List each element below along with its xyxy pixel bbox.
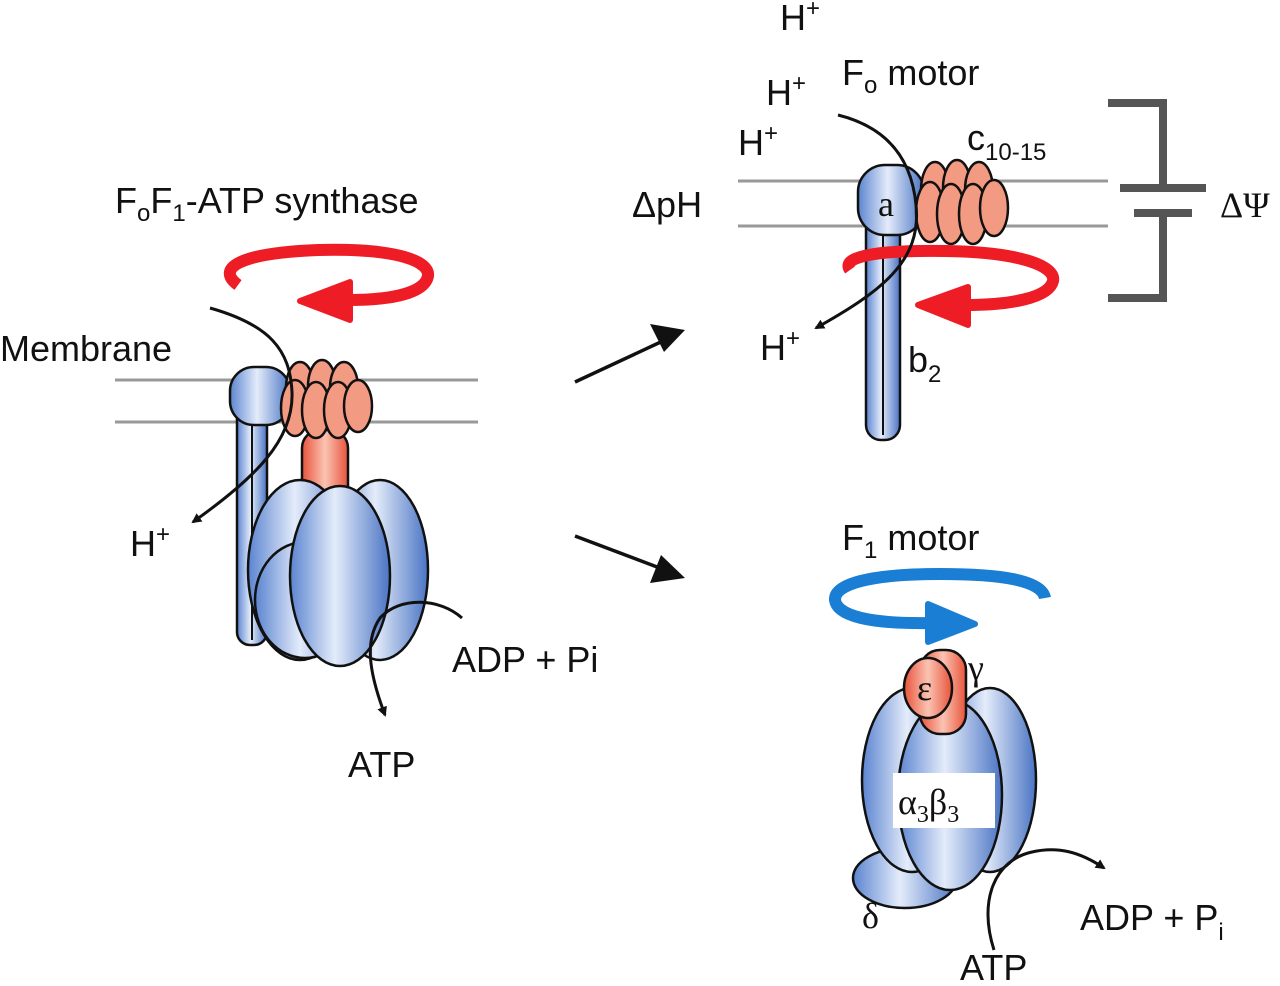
fo-rotation-arrowhead — [915, 284, 971, 328]
f1-reaction-path — [986, 848, 1106, 951]
fo-proton-path — [814, 113, 919, 330]
epsilon-subunit — [902, 656, 954, 720]
left-c-ring — [279, 358, 374, 440]
fo-proton-out: H+ — [760, 325, 800, 368]
left-alpha3beta3 — [246, 478, 430, 668]
f1-rotation-arrowhead — [925, 601, 978, 645]
left-proton-path — [191, 306, 294, 524]
fo-motor: Fo motor H+ H+ H+ H+ c10-15 a b2 ΔpH ΔΨ — [632, 0, 1270, 442]
f1-rotation-arrow — [829, 567, 1051, 630]
membrane-label: Membrane — [0, 328, 172, 369]
f1-motor: F1 motor ε γ α3β3 δ ADP + Pi ATP — [829, 517, 1224, 986]
left-complex: FoF1-ATP synthase Membrane H+ ADP + Pi A… — [0, 180, 598, 785]
membrane-potential-bracket — [1108, 99, 1206, 302]
fo-proton-in-2: H+ — [738, 120, 778, 163]
arrow-to-fo-head — [650, 324, 685, 352]
a-subunit-label: a — [878, 184, 894, 224]
left-title: FoF1-ATP synthase — [115, 180, 419, 227]
delta-ph-label: ΔpH — [632, 184, 702, 225]
fo-title: Fo motor — [842, 52, 979, 99]
left-product: ATP — [348, 744, 415, 785]
fo-proton-in-1: H+ — [766, 70, 806, 113]
f1-title: F1 motor — [842, 517, 979, 564]
arrow-to-f1-head — [650, 555, 685, 583]
gamma-label: γ — [967, 648, 984, 688]
fo-rotation-arrow — [842, 244, 1060, 311]
alpha3beta3-label-box — [893, 773, 995, 828]
left-substrate: ADP + Pi — [452, 639, 598, 680]
arrow-to-f1 — [574, 534, 666, 572]
epsilon-label: ε — [917, 668, 932, 708]
fo-proton-top: H+ — [780, 0, 820, 38]
delta-psi-label: ΔΨ — [1220, 185, 1270, 225]
b-subunit-label: b2 — [908, 339, 941, 388]
left-rotation-arrowhead — [297, 279, 353, 323]
alpha3beta3-label: α3β3 — [898, 782, 959, 828]
left-proton-out: H+ — [130, 521, 170, 564]
fo-c-ring — [914, 158, 1010, 246]
f1-substrate: ADP + Pi — [1080, 897, 1224, 946]
c-ring-label: c10-15 — [967, 117, 1046, 166]
delta-label: δ — [862, 896, 879, 936]
left-rotation-arrow — [223, 243, 434, 306]
arrow-to-fo — [574, 338, 666, 384]
left-reaction-path — [368, 600, 464, 717]
f1-product: ATP — [960, 947, 1027, 986]
